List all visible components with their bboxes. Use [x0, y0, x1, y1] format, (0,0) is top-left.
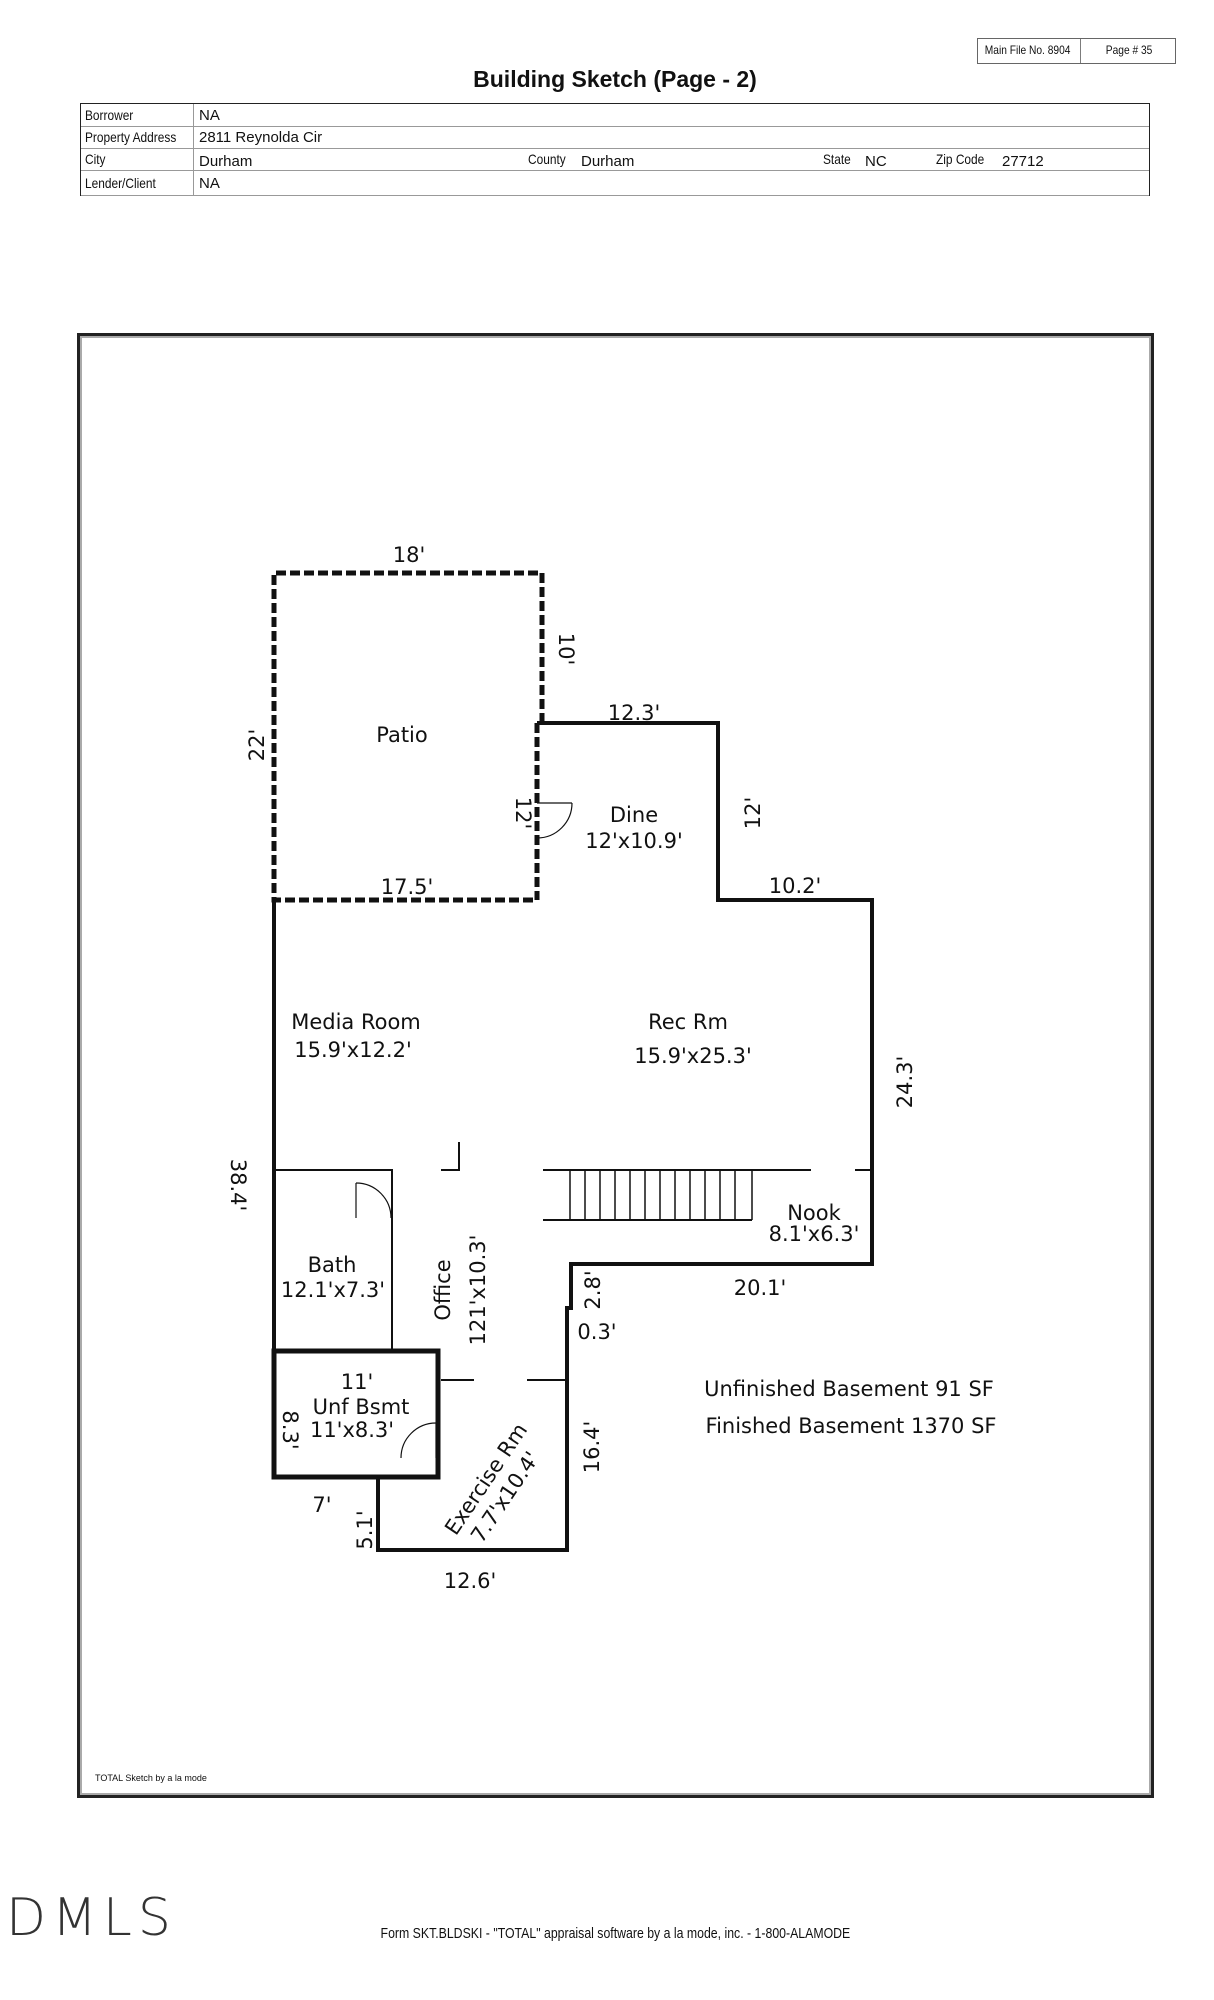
main-file-number: Main File No. 8904	[978, 39, 1081, 63]
file-number-box: Main File No. 8904 Page # 35	[977, 38, 1176, 64]
property-info-table: Borrower NA Property Address 2811 Reynol…	[80, 103, 1150, 196]
room-dine-size: 12'x10.9'	[585, 829, 682, 853]
city-value: Durham	[199, 153, 253, 170]
room-unf-bsmt-size: 11'x8.3'	[310, 1418, 394, 1442]
borrower-row: Borrower NA	[81, 104, 1149, 127]
lender-value: NA	[199, 175, 220, 192]
office-wall-mark	[441, 1142, 460, 1171]
mls-logo: DMLS	[6, 1888, 177, 1948]
address-value: 2811 Reynolda Cir	[199, 129, 323, 146]
zip-label: Zip Code	[936, 151, 985, 167]
dim-exercise-right: 16.4'	[580, 1421, 604, 1474]
dine-door	[536, 802, 573, 839]
dim-patio-left: 22'	[245, 729, 269, 762]
page-title: Building Sketch (Page - 2)	[473, 66, 757, 92]
summary-unfinished: Unfinished Basement 91 SF	[704, 1377, 994, 1401]
county-value: Durham	[581, 153, 635, 170]
room-unf-bsmt: Unf Bsmt	[313, 1395, 410, 1419]
dim-patio-bottom: 17.5'	[381, 875, 434, 899]
dim-step-b: 0.3'	[577, 1320, 616, 1344]
page-number: Page # 35	[1105, 43, 1153, 57]
dim-step-c: 5.1'	[353, 1510, 377, 1549]
dim-exercise-bottom: 12.6'	[444, 1569, 497, 1593]
city-row: City Durham County Durham State NC Zip C…	[81, 148, 1149, 171]
stair-treads	[569, 1170, 753, 1220]
dim-rec-right: 24.3'	[893, 1056, 917, 1109]
form-footer: Form SKT.BLDSKI - "TOTAL" appraisal soft…	[0, 1925, 1214, 1942]
sketch-credit: TOTAL Sketch by a la mode	[95, 1773, 207, 1783]
room-rec-size: 15.9'x25.3'	[634, 1044, 752, 1068]
dim-patio-right: 10'	[554, 633, 578, 666]
room-bath: Bath	[308, 1253, 357, 1277]
dim-nook-bottom: 20.1'	[734, 1276, 787, 1300]
patio-outline	[271, 570, 545, 903]
dim-unf-top: 11'	[341, 1370, 374, 1394]
lender-label: Lender/Client	[85, 175, 156, 191]
info-divider	[193, 104, 194, 195]
borrower-value: NA	[199, 107, 220, 124]
dim-rec-top: 10.2'	[769, 874, 822, 898]
lender-row: Lender/Client NA	[81, 170, 1149, 196]
address-row: Property Address 2811 Reynolda Cir	[81, 126, 1149, 149]
dim-dine-left: 12'	[511, 797, 535, 830]
room-media-size: 15.9'x12.2'	[294, 1038, 412, 1062]
dim-dine-right: 12'	[741, 797, 765, 830]
room-media: Media Room	[291, 1010, 421, 1034]
room-office-size: 121'x10.3'	[466, 1235, 490, 1346]
bath-door	[355, 1182, 392, 1219]
dim-left-wall: 38.4'	[226, 1159, 250, 1212]
room-office: Office	[431, 1259, 455, 1320]
sketch-frame	[77, 333, 1154, 1798]
city-label: City	[85, 151, 106, 167]
address-label: Property Address	[85, 129, 177, 145]
county-label: County	[528, 151, 566, 167]
form-footer-text: Form SKT.BLDSKI - "TOTAL" appraisal soft…	[380, 1925, 850, 1942]
room-nook: Nook	[787, 1201, 841, 1225]
dim-patio-top: 18'	[393, 543, 426, 567]
bath-wall	[274, 1169, 393, 1351]
state-value: NC	[865, 153, 887, 170]
room-bath-size: 12.1'x7.3'	[281, 1278, 385, 1302]
room-patio: Patio	[376, 723, 428, 747]
unf-bsmt-outline	[271, 1348, 441, 1480]
room-rec: Rec Rm	[648, 1010, 728, 1034]
zip-value: 27712	[1002, 153, 1044, 170]
dim-dine-top: 12.3'	[608, 701, 661, 725]
dim-unf-left: 8.3'	[278, 1410, 302, 1449]
summary-finished: Finished Basement 1370 SF	[706, 1414, 997, 1438]
dim-step-a: 2.8'	[581, 1270, 605, 1309]
dim-unf-bottom: 7'	[312, 1493, 331, 1517]
room-nook-size: 8.1'x6.3'	[769, 1222, 860, 1246]
unf-bsmt-door	[400, 1422, 437, 1459]
state-label: State	[823, 151, 851, 167]
room-dine: Dine	[610, 803, 658, 827]
borrower-label: Borrower	[85, 107, 134, 123]
